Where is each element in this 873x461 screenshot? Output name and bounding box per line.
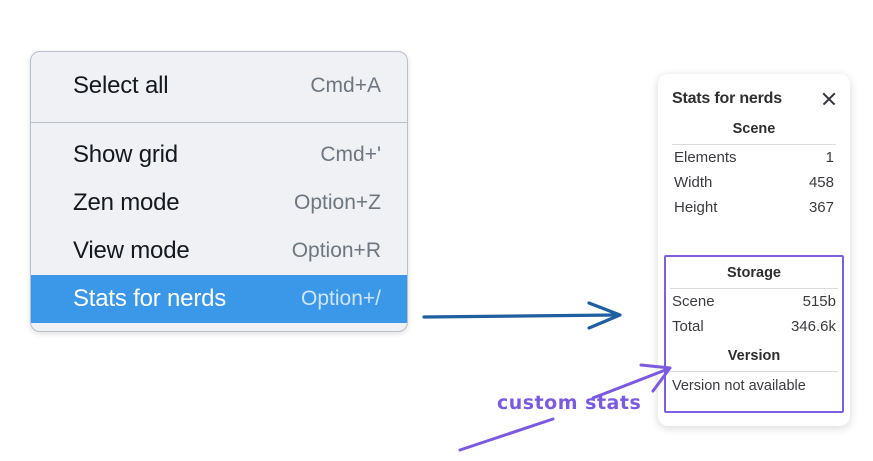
- stats-for-nerds-panel: Stats for nerds Scene Elements 1 Width 4…: [658, 74, 850, 426]
- stat-label: Elements: [674, 149, 737, 166]
- menu-separator: [31, 122, 407, 123]
- menu-item-label: View mode: [73, 237, 190, 264]
- menu-item-label: Zen mode: [73, 189, 180, 216]
- menu-group-2: Show grid Cmd+' Zen mode Option+Z View m…: [31, 123, 407, 331]
- stat-row-elements: Elements 1: [668, 145, 840, 170]
- context-menu[interactable]: Select all Cmd+A Show grid Cmd+' Zen mod…: [30, 51, 408, 332]
- menu-item-label: Show grid: [73, 141, 178, 168]
- stat-label: Scene: [672, 293, 715, 310]
- stat-value: 458: [808, 174, 834, 191]
- stat-value: 346.6k: [790, 318, 836, 335]
- menu-item-label: Stats for nerds: [73, 285, 227, 312]
- stat-label: Total: [672, 318, 704, 335]
- menu-item-label: Select all: [73, 72, 169, 99]
- stat-label: Width: [674, 174, 713, 191]
- divider: [672, 144, 836, 145]
- panel-title: Stats for nerds: [672, 90, 782, 107]
- menu-item-shortcut: Cmd+': [320, 143, 381, 166]
- menu-item-stats-for-nerds[interactable]: Stats for nerds Option+/: [31, 275, 407, 323]
- menu-item-shortcut: Option+/: [301, 287, 381, 310]
- stat-value: 367: [808, 199, 834, 216]
- menu-item-shortcut: Option+Z: [294, 191, 381, 214]
- version-text: Version not available: [672, 378, 806, 394]
- scene-section-heading: Scene: [732, 121, 776, 137]
- menu-item-zen-mode[interactable]: Zen mode Option+Z: [31, 179, 407, 227]
- version-section-heading: Version: [727, 348, 781, 364]
- divider: [670, 371, 838, 372]
- stat-value: 515b: [802, 293, 836, 310]
- menu-item-select-all[interactable]: Select all Cmd+A: [31, 62, 407, 110]
- stat-row-storage-total: Total 346.6k: [666, 314, 842, 339]
- panel-header: Stats for nerds: [668, 86, 840, 112]
- menu-group-1: Select all Cmd+A: [31, 52, 407, 122]
- divider: [670, 288, 838, 289]
- stat-row-width: Width 458: [668, 170, 840, 195]
- menu-item-view-mode[interactable]: View mode Option+R: [31, 227, 407, 275]
- stat-label: Height: [674, 199, 718, 216]
- stat-row-storage-scene: Scene 515b: [666, 289, 842, 314]
- blue-arrow: [422, 301, 622, 330]
- menu-item-shortcut: Option+R: [291, 239, 381, 262]
- menu-item-shortcut: Cmd+A: [310, 74, 381, 97]
- custom-stats-section: Storage Scene 515b Total 346.6k Version …: [664, 255, 844, 413]
- custom-stats-annotation-label: custom stats: [497, 392, 642, 414]
- stat-row-height: Height 367: [668, 195, 840, 220]
- stat-value: 1: [825, 149, 834, 166]
- purple-underline-stroke: [458, 417, 555, 452]
- close-icon[interactable]: [820, 90, 838, 108]
- storage-section-heading: Storage: [727, 265, 781, 281]
- menu-item-show-grid[interactable]: Show grid Cmd+': [31, 131, 407, 179]
